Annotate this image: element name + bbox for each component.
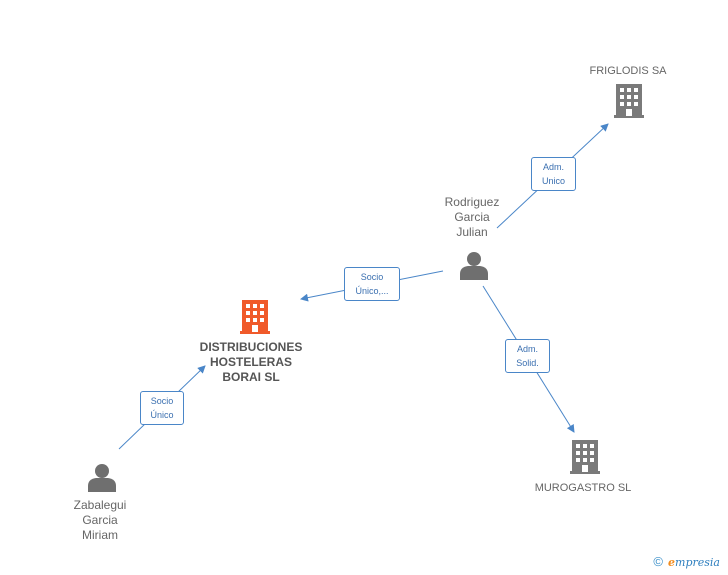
murogastro-label[interactable]: MUROGASTRO SL [534,482,632,494]
building-icon[interactable] [570,440,600,474]
edge-label-adm-unico[interactable]: Adm. Unico [531,157,576,191]
zabalegui-label-line-3: Miriam [82,528,118,542]
edge-label-line: Único,... [355,286,389,296]
zabalegui-label[interactable]: Zabalegui Garcia Miriam [60,498,140,543]
edge-label-adm-solid[interactable]: Adm. Solid. [505,339,550,373]
empresia-logo-e: e [668,556,676,569]
edge-label-line: Único [150,410,174,420]
rodriguez-label-line-3: Julian [456,225,488,239]
building-icon[interactable] [614,84,644,118]
edge-label-line: Socio [150,396,174,406]
edge-label-line: Adm. [516,344,538,354]
person-icon[interactable] [459,250,489,280]
edge-label-line: Socio [360,272,384,282]
empresia-logo-text: mpresia [675,556,720,569]
edge-label-line: Unico [541,176,565,186]
friglodis-label[interactable]: FRIGLODIS SA [589,65,667,77]
zabalegui-label-line-2: Garcia [82,513,118,527]
zabalegui-label-line-1: Zabalegui [73,498,127,512]
edge-label-socio-unico[interactable]: Socio Único [140,391,184,425]
distribuciones-label-line-2: HOSTELERAS [209,355,292,369]
edge-label-socio-unico-etc[interactable]: Socio Único,... [344,267,400,301]
distribuciones-label-line-3: BORAI SL [222,370,280,384]
building-icon[interactable] [240,300,270,334]
rodriguez-label[interactable]: Rodriguez Garcia Julian [432,195,512,240]
edge-label-line: Solid. [516,358,539,368]
copyright-icon: © [653,554,663,569]
edge-label-line: Adm. [542,162,564,172]
distribuciones-label[interactable]: DISTRIBUCIONES HOSTELERAS BORAI SL [186,340,316,385]
distribuciones-label-line-1: DISTRIBUCIONES [199,340,303,354]
person-icon[interactable] [87,462,117,492]
rodriguez-label-line-1: Rodriguez [444,195,500,209]
empresia-copyright: © empresia [653,554,720,569]
rodriguez-label-line-2: Garcia [454,210,490,224]
